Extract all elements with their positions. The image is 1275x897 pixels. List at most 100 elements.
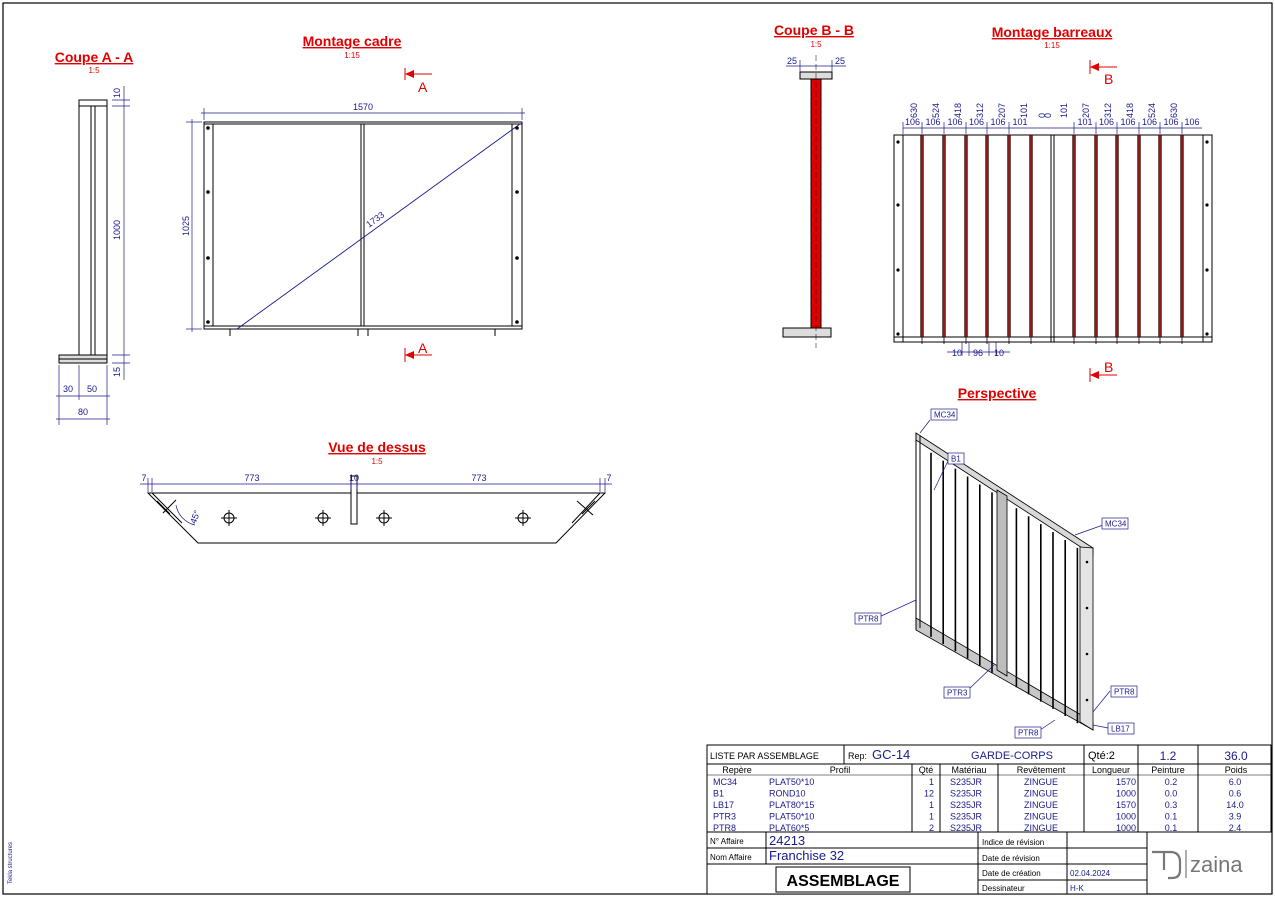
view-title: Montage barreaux	[992, 24, 1113, 40]
view-vue-dessus: Vue de dessus 1:5 45° 7 773 10 773 7	[140, 439, 612, 544]
dim-label: 312	[975, 103, 985, 118]
affaire-no: 24213	[769, 833, 805, 848]
section-label: B	[1104, 71, 1113, 87]
part-tag-box	[1101, 517, 1129, 530]
company-logo: zaina	[1152, 850, 1243, 880]
dim-label: 101	[1059, 103, 1069, 118]
dim-label: 106	[1099, 117, 1114, 127]
bar	[942, 134, 946, 338]
dim-label: 106	[905, 117, 920, 127]
part-tag: PTR8	[1018, 729, 1039, 738]
dim-label: 25	[787, 56, 797, 66]
bar	[1094, 134, 1098, 338]
affaire-no-label: N° Affaire	[710, 837, 744, 846]
table-cell: 0.1	[1165, 812, 1178, 822]
bar	[1072, 134, 1076, 338]
drawer-label: Dessinateur	[982, 884, 1025, 893]
table-cell: 0.1	[1165, 823, 1178, 833]
assembly-name: GARDE-CORPS	[971, 750, 1053, 762]
bar	[1007, 134, 1011, 338]
table-cell: ROND10	[769, 789, 806, 799]
bar	[1029, 134, 1033, 338]
paint-total: 1.2	[1160, 749, 1177, 763]
weight-total: 36.0	[1224, 749, 1248, 763]
dim-label: 10	[112, 88, 122, 98]
table-cell: S235JR	[950, 789, 983, 799]
table-cell: 0.2	[1165, 777, 1178, 787]
dim-label: 0	[1043, 113, 1053, 118]
dim-label: 773	[471, 473, 486, 483]
table-cell: LB17	[713, 800, 734, 810]
dim-label: 630	[909, 103, 919, 118]
view-title: Coupe A - A	[55, 49, 134, 65]
dim-label: 96	[973, 348, 983, 358]
revision-date-label: Date de révision	[982, 854, 1040, 863]
dim-label: 418	[953, 103, 963, 118]
part-tag: B1	[951, 455, 961, 464]
view-coupe-bb: Coupe B - B 1:5 25 25	[774, 22, 854, 348]
table-cell: 1	[929, 777, 934, 787]
part-tag: PTR3	[947, 689, 968, 698]
rep-label: Rep:	[848, 751, 867, 761]
view-coupe-aa: Coupe A - A 1:5 10 1000 15 30 50 80	[55, 49, 134, 425]
table-cell: 0.6	[1229, 789, 1242, 799]
view-scale: 1:15	[1044, 41, 1060, 50]
part-tag: MC34	[934, 411, 956, 420]
affaire-name-label: Nom Affaire	[710, 853, 752, 862]
part-tag: PTR8	[1114, 688, 1135, 697]
dim-label: 630	[1169, 103, 1179, 118]
section-label: B	[1104, 359, 1113, 375]
table-cell: PLAT80*15	[769, 800, 814, 810]
dim-label: 207	[997, 103, 1007, 118]
section-label: A	[418, 79, 428, 95]
table-cell: PLAT50*10	[769, 812, 814, 822]
view-title: Montage cadre	[303, 33, 402, 49]
view-scale: 1:15	[344, 51, 360, 60]
table-cell: ZINGUE	[1024, 812, 1058, 822]
bar	[1158, 134, 1162, 338]
column-header: Qté	[919, 765, 934, 775]
part-tag-box	[930, 408, 958, 421]
part-tag: LB17	[1111, 725, 1130, 734]
drawer: H-K	[1070, 884, 1084, 893]
bar	[920, 134, 924, 338]
logo-text: zaina	[1190, 852, 1243, 877]
table-cell: PLAT60*5	[769, 823, 809, 833]
view-title: Perspective	[958, 385, 1037, 401]
table-cell: 3.9	[1229, 812, 1242, 822]
table-cell: S235JR	[950, 812, 983, 822]
dim-label: 106	[1120, 117, 1135, 127]
bar	[1115, 134, 1119, 338]
creation-date: 02.04.2024	[1070, 869, 1111, 878]
dim-label: 15	[112, 367, 122, 377]
table-cell: S235JR	[950, 777, 983, 787]
dim-label: 106	[990, 117, 1005, 127]
bar-group	[930, 452, 1079, 724]
table-cell: ZINGUE	[1024, 800, 1058, 810]
dim-label: 1733	[364, 210, 386, 230]
affaire-name: Franchise 32	[769, 848, 844, 863]
part-tag-box	[854, 612, 882, 625]
dim-label: 30	[63, 384, 73, 394]
table-cell: ZINGUE	[1024, 789, 1058, 799]
column-header: Matériau	[951, 765, 986, 775]
dim-label: 106	[925, 117, 940, 127]
table-cell: ZINGUE	[1024, 777, 1058, 787]
dim-label: 10	[994, 348, 1004, 358]
table-cell: S235JR	[950, 800, 983, 810]
part-tag-box	[1110, 685, 1138, 698]
part-tag-box	[943, 686, 971, 699]
table-cell: 1570	[1116, 800, 1136, 810]
view-montage-cadre: Montage cadre 1:15 A A 1570 1025 1733	[181, 33, 525, 362]
dim-label: 106	[947, 117, 962, 127]
drawing-type: ASSEMBLAGE	[787, 873, 900, 890]
table-cell: 1	[929, 800, 934, 810]
bar	[964, 134, 968, 338]
